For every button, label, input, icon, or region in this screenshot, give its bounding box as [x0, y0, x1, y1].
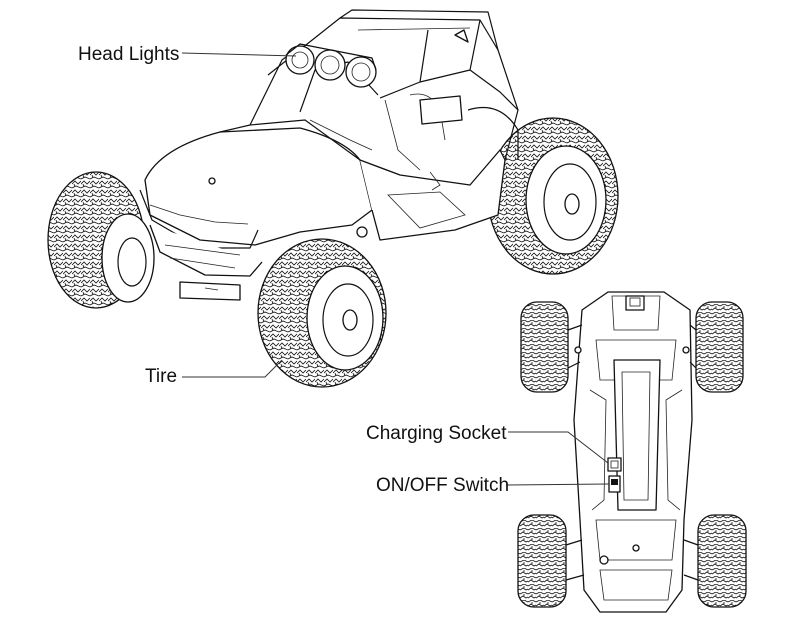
underside-wheel-front-left	[520, 301, 569, 393]
rear-left-wheel	[467, 106, 519, 160]
charging-socket-label: Charging Socket	[366, 423, 507, 444]
underside-wheel-front-right	[695, 301, 744, 393]
roll-cage	[249, 9, 519, 171]
tire-label: Tire	[145, 366, 177, 387]
underside-chassis	[565, 291, 699, 613]
on-off-switch	[608, 475, 621, 493]
tire-leader	[182, 359, 283, 378]
head-lights	[285, 43, 377, 88]
on-off-switch-leader	[505, 483, 610, 486]
rear-right-wheel	[487, 117, 619, 275]
charging-socket-leader	[508, 431, 609, 464]
underside-wheel-rear-right	[697, 514, 747, 608]
car-underside-view	[517, 291, 747, 613]
car-perspective-view	[47, 9, 619, 388]
head-lights-label: Head Lights	[78, 44, 179, 65]
front-right-wheel	[257, 238, 387, 388]
car-body	[139, 119, 506, 301]
on-off-switch-label: ON/OFF Switch	[376, 475, 509, 496]
charging-socket	[607, 457, 622, 472]
head-lights-leader	[181, 52, 297, 57]
underside-wheel-rear-left	[517, 514, 567, 608]
front-left-wheel	[47, 171, 155, 309]
